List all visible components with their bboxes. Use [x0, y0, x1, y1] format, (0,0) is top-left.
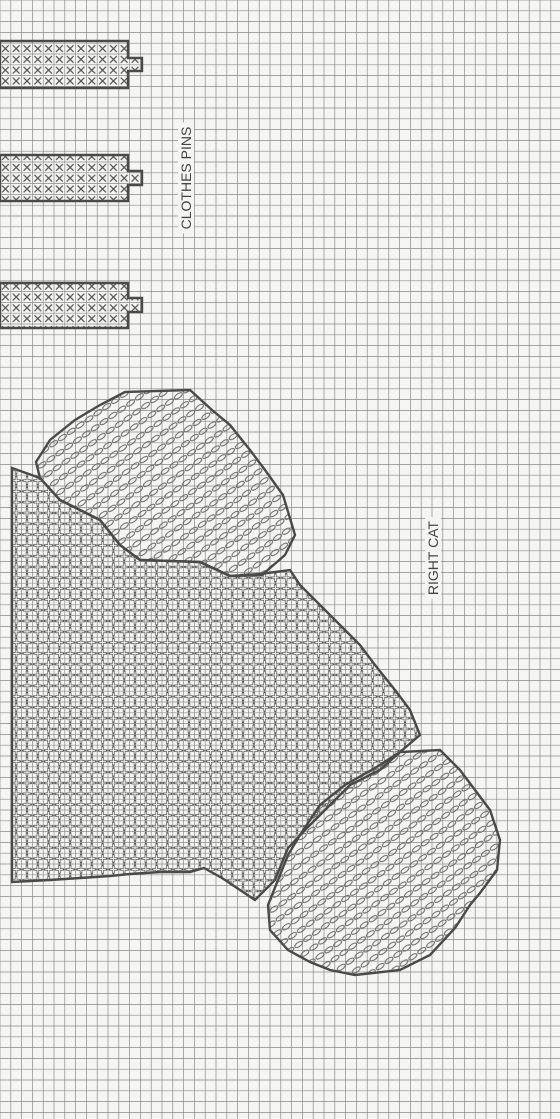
- clothes-pin-3-fill: [0, 283, 142, 328]
- clothes-pin-2-fill: [0, 155, 142, 201]
- right-cat-label: RIGHT CAT: [425, 517, 441, 599]
- clothes-pin-1-fill: [0, 41, 142, 88]
- clothes-pins-label: CLOTHES PINS: [178, 123, 194, 234]
